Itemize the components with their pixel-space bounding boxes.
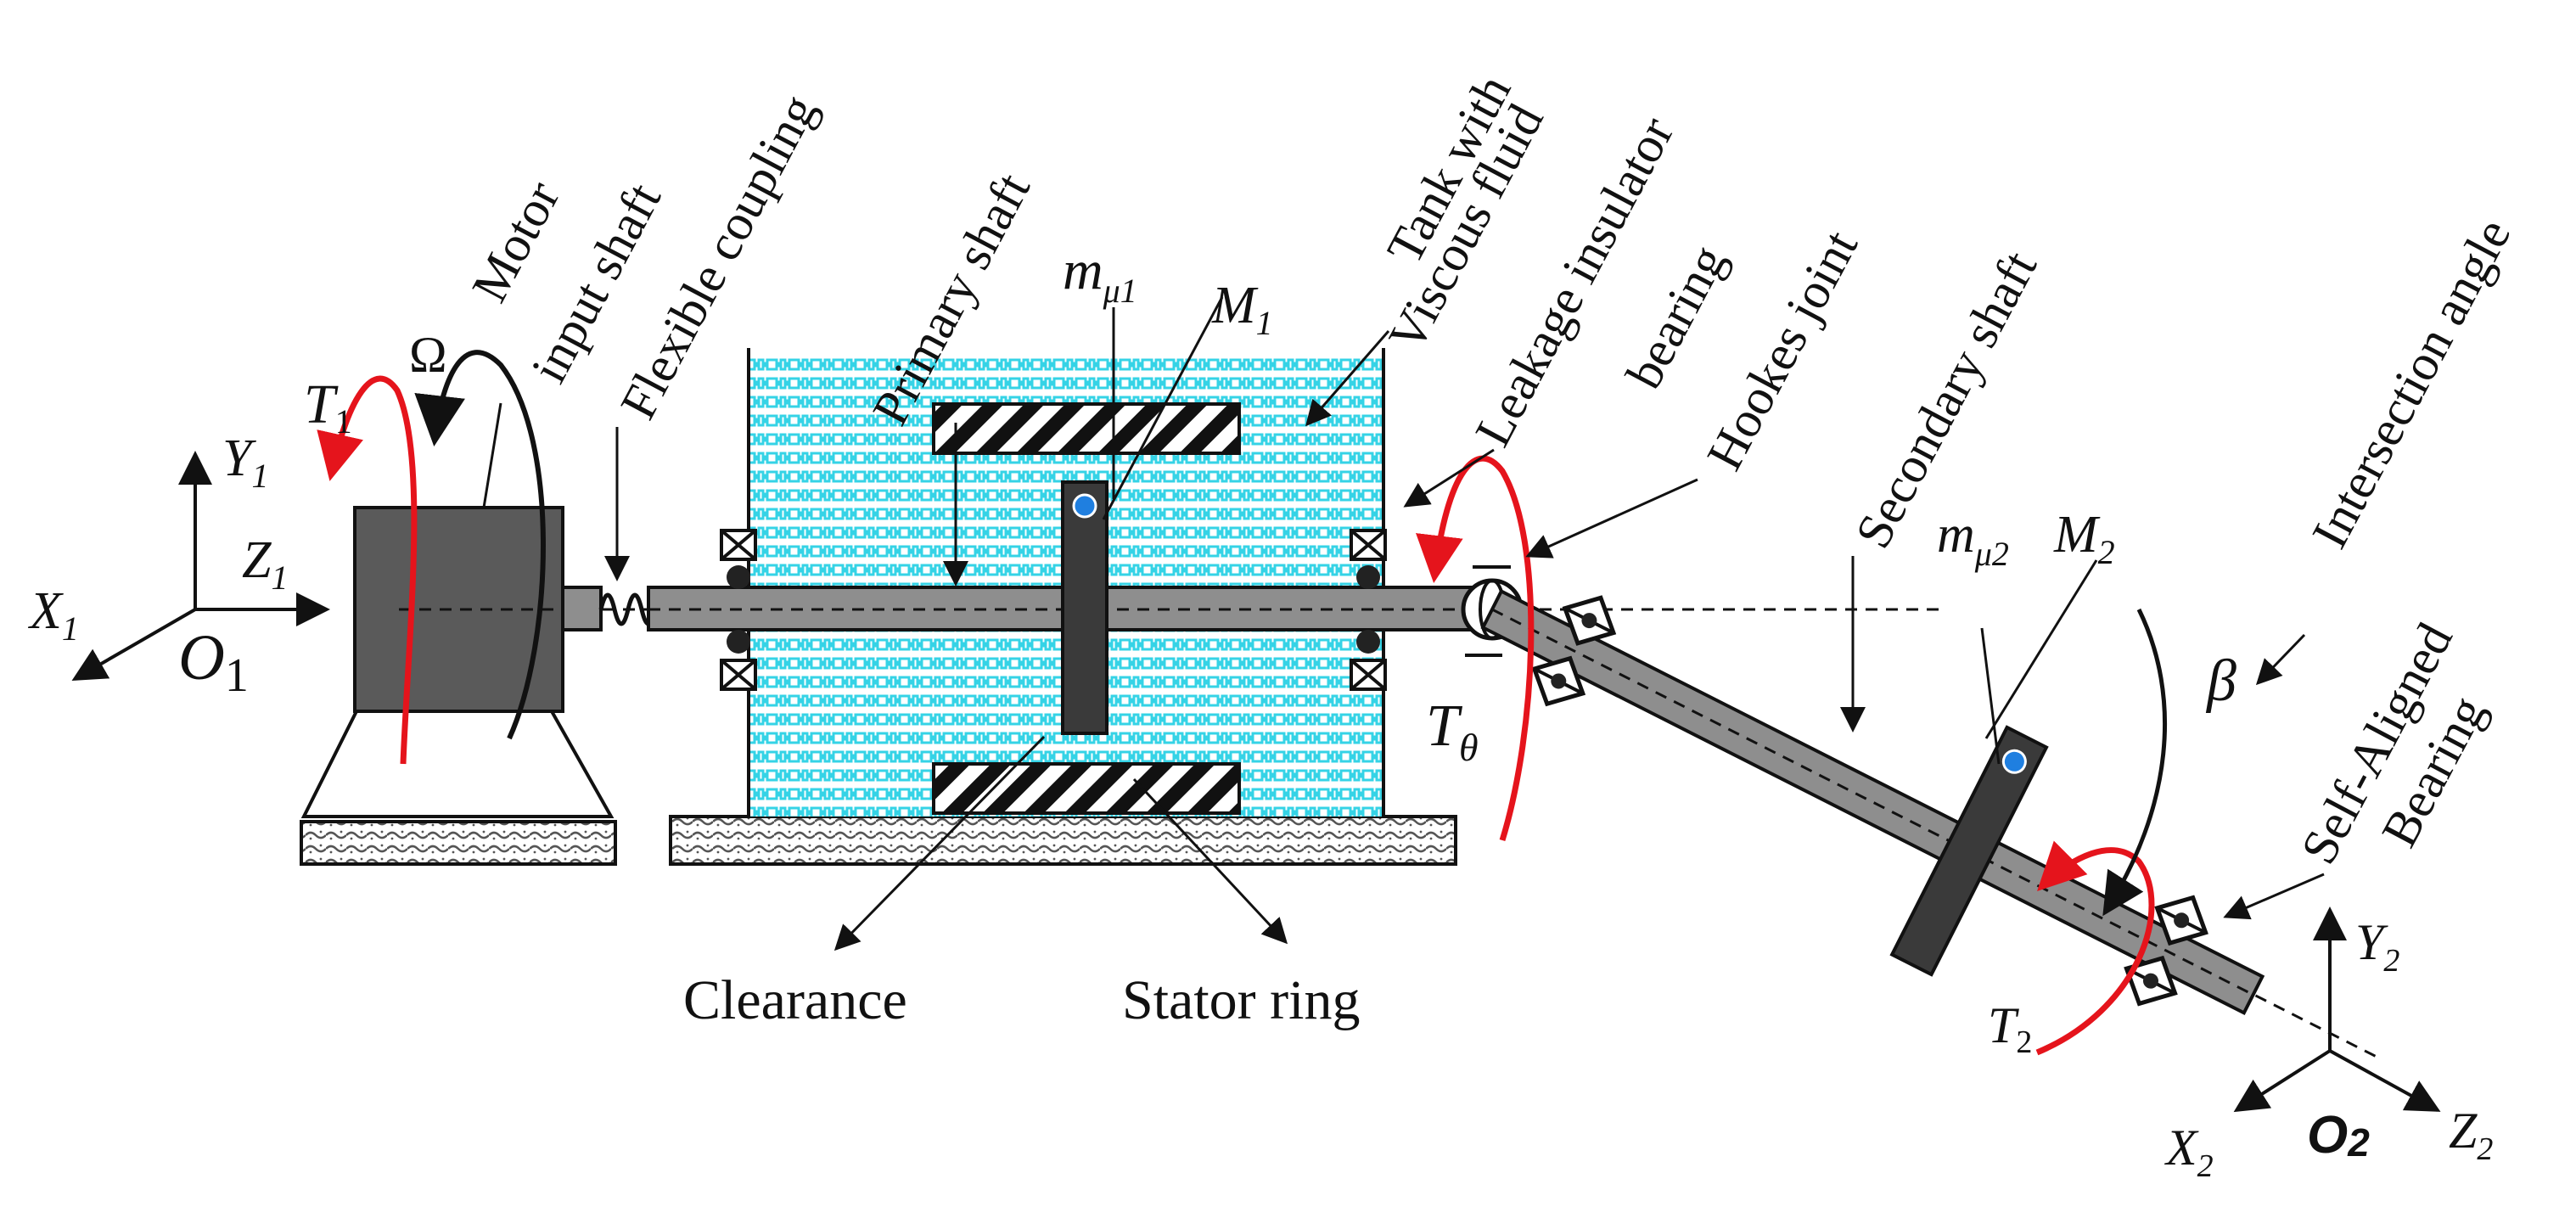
symbol-x2: X2: [2164, 1120, 2214, 1184]
symbol-m-mu2: mμ2: [1937, 506, 2009, 573]
left-bearing: [720, 529, 757, 691]
secondary-shaft: [1480, 588, 2265, 1016]
torque-t1-arrow: [317, 375, 418, 765]
label-intersection-angle: Intersection angle: [2301, 210, 2521, 557]
symbol-m-mu1: mμ1: [1063, 239, 1137, 310]
frame-1: [71, 451, 330, 682]
torque-t2-arrow: [2035, 840, 2155, 1056]
leader-lines: [604, 296, 2325, 951]
secondary-rotor-disk: [1889, 725, 2049, 977]
unbalance-mass-1: [1072, 493, 1097, 519]
label-motor: Motor: [461, 172, 570, 311]
label-leakage-line2: bearing: [1615, 236, 1737, 397]
symbol-x1: X1: [27, 582, 79, 648]
label-stator-ring: Stator ring: [1122, 969, 1360, 1031]
torque-t-theta-arrow: [1416, 455, 1535, 842]
omega-rotation-arrow: [414, 350, 546, 740]
tank-base-plate: [669, 815, 1457, 866]
symbol-z2: Z2: [2449, 1103, 2493, 1167]
symbol-M1: M1: [1211, 277, 1273, 342]
motor-base-plate: [300, 820, 617, 866]
label-clearance: Clearance: [683, 969, 907, 1031]
symbol-M2: M2: [2053, 506, 2115, 571]
joint-bearing: [1531, 595, 1617, 707]
right-bearing: [1350, 529, 1387, 691]
motor-stand: [300, 710, 615, 818]
symbol-y2: Y2: [2355, 914, 2399, 979]
input-shaft-line: [482, 402, 502, 508]
symbol-t2: T2: [1988, 997, 2032, 1060]
self-aligned-bearing: [2124, 895, 2208, 1007]
symbol-t-theta: Tθ: [1426, 693, 1479, 769]
symbol-o1: O1: [178, 622, 249, 702]
symbol-omega: Ω: [409, 327, 447, 383]
symbol-y1: Y1: [222, 429, 268, 495]
frame-2: [2233, 906, 2441, 1113]
primary-rotor-disk: [1061, 480, 1108, 735]
stator-ring-top: [932, 402, 1241, 455]
symbol-o2: O2: [2307, 1106, 2370, 1165]
stator-ring-bottom: [932, 762, 1241, 815]
symbol-beta: β: [2205, 648, 2236, 714]
beta-angle-arc: [2102, 608, 2168, 917]
symbol-z1: Z1: [242, 531, 288, 597]
motor-input-shaft: [561, 586, 603, 631]
unbalance-mass-2: [2001, 749, 2027, 774]
symbol-t1: T1: [304, 373, 352, 441]
